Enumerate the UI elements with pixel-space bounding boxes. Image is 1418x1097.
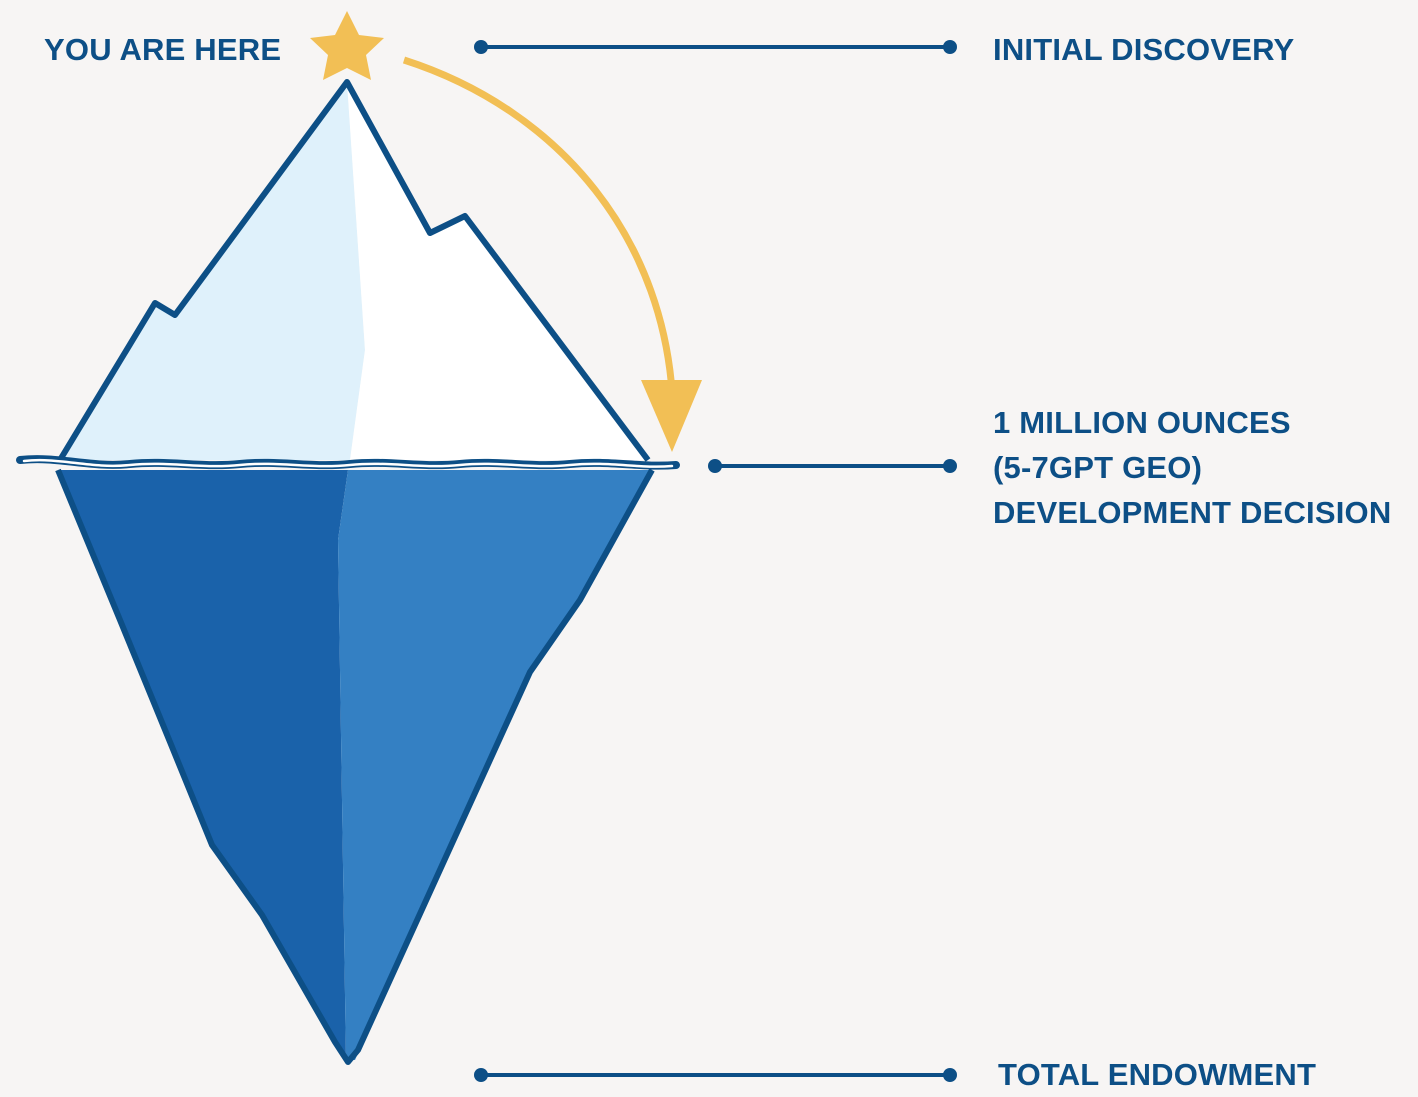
waterline-highlight [22, 458, 674, 468]
million-ounces-label: 1 MILLION OUNCES (5-7GPT GEO) DEVELOPMEN… [993, 400, 1391, 535]
connector-initial-discovery [474, 40, 957, 54]
total-endowment-label: TOTAL ENDOWMENT [998, 1057, 1317, 1092]
iceberg-above-left [60, 82, 365, 460]
million-line-3: DEVELOPMENT DECISION [993, 495, 1392, 530]
iceberg-underwater-outline [55, 468, 655, 1065]
connector-total-endowment [474, 1068, 957, 1082]
million-line-2: (5-7GPT GEO) [993, 450, 1203, 485]
curved-arrow-icon [402, 56, 677, 411]
iceberg-underwater-right [338, 470, 652, 1060]
iceberg-above-outline [57, 79, 651, 462]
million-line-1: 1 MILLION OUNCES [993, 405, 1291, 440]
iceberg-underwater-left [58, 470, 348, 1060]
connector-million [708, 459, 957, 473]
arrow-head [641, 380, 702, 452]
you-are-here-label: YOU ARE HERE [44, 32, 282, 67]
iceberg-above-right [347, 82, 648, 460]
initial-discovery-label: INITIAL DISCOVERY [993, 32, 1295, 67]
star-icon [310, 11, 384, 80]
